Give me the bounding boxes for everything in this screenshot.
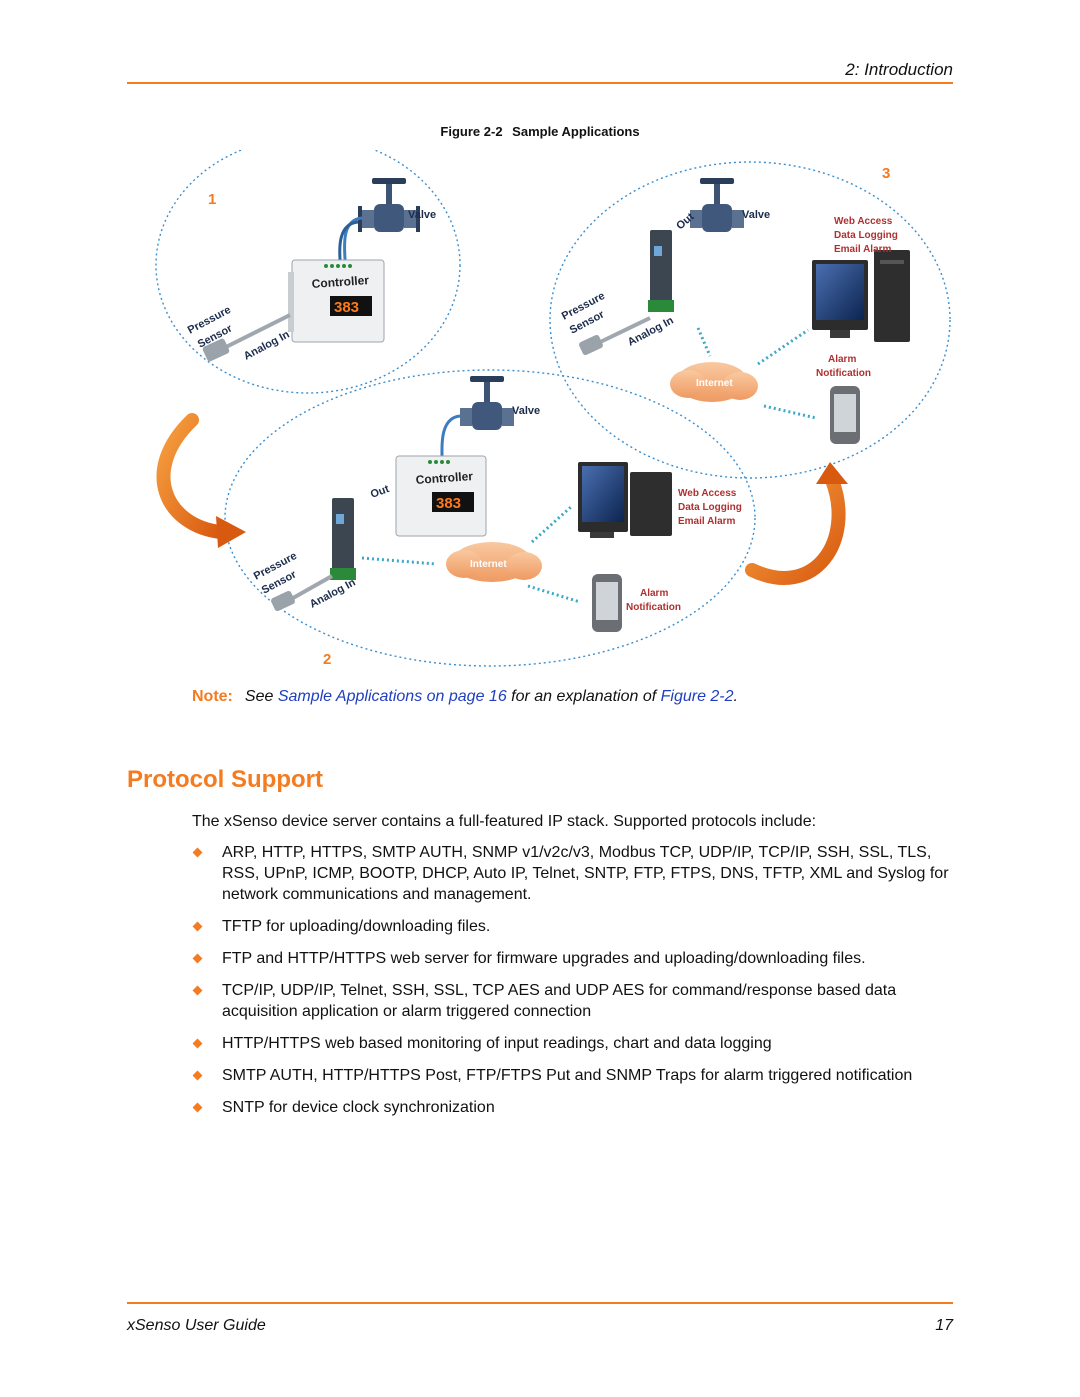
list-item: FTP and HTTP/HTTPS web server for firmwa… <box>192 948 952 969</box>
scenario-1-group: Valve Controller 383 Pressure Sensor Ana… <box>186 178 436 363</box>
internet-label: Internet <box>696 378 733 389</box>
note-text-after: . <box>733 688 738 705</box>
pressure-sensor-icon <box>202 313 291 362</box>
email-alarm-label: Email Alarm <box>834 244 892 255</box>
internet-cloud-icon <box>446 542 542 582</box>
controller-icon <box>288 259 385 343</box>
chapter-header: 2: Introduction <box>845 60 953 79</box>
header-rule <box>127 82 953 84</box>
controller-icon <box>395 455 487 537</box>
note-label: Note: <box>192 688 233 705</box>
valve-label: Valve <box>512 405 540 417</box>
list-item: SMTP AUTH, HTTP/HTTPS Post, FTP/FTPS Put… <box>192 1065 952 1086</box>
bullet-diamond-icon <box>192 847 203 858</box>
bullet-diamond-icon <box>192 1070 203 1081</box>
data-logging-label: Data Logging <box>834 230 898 241</box>
scenario-3-group: Valve Out Pressure Sensor Analog In Web … <box>560 178 910 444</box>
analog-in-label: Analog In <box>308 576 358 610</box>
notification-label: Notification <box>816 368 871 379</box>
controller-label: Controller <box>311 273 370 291</box>
scenario-number-3: 3 <box>882 165 890 182</box>
controller-label: Controller <box>415 469 474 487</box>
list-item: HTTP/HTTPS web based monitoring of input… <box>192 1033 952 1054</box>
bullet-diamond-icon <box>192 1102 203 1113</box>
internet-label: Internet <box>470 559 507 570</box>
protocol-list: ARP, HTTP, HTTPS, SMTP AUTH, SNMP v1/v2c… <box>192 842 952 1129</box>
scenario-number-2: 2 <box>323 651 331 668</box>
curved-arrow-left-head <box>216 516 246 548</box>
web-access-label: Web Access <box>678 488 737 499</box>
email-alarm-label: Email Alarm <box>678 516 736 527</box>
sample-applications-link[interactable]: Sample Applications on page 16 <box>277 688 507 705</box>
bullet-diamond-icon <box>192 921 203 932</box>
bullet-diamond-icon <box>192 1038 203 1049</box>
section-intro: The xSenso device server contains a full… <box>192 813 817 830</box>
controller-display: 383 <box>436 495 461 512</box>
valve-icon <box>358 178 420 232</box>
device-server-icon <box>330 498 356 580</box>
section-title: Protocol Support <box>127 766 323 793</box>
scenario-3-circle <box>549 161 951 479</box>
web-access-label: Web Access <box>834 216 893 227</box>
list-item: SNTP for device clock synchronization <box>192 1097 952 1118</box>
list-item: TFTP for uploading/downloading files. <box>192 916 952 937</box>
list-item: ARP, HTTP, HTTPS, SMTP AUTH, SNMP v1/v2c… <box>192 842 952 905</box>
sample-applications-figure: 1 3 2 Valve Controll <box>155 150 951 668</box>
valve-icon <box>460 376 514 430</box>
footer-guide-title: xSenso User Guide <box>127 1317 266 1334</box>
internet-cloud-icon <box>670 362 758 402</box>
notification-label: Notification <box>626 602 681 613</box>
curved-arrow-right <box>745 473 846 585</box>
alarm-label: Alarm <box>640 588 668 599</box>
scenario-2-circle <box>224 369 756 667</box>
scenario-1-circle <box>155 150 461 394</box>
scenario-2-group: Valve Controller 383 Out Pressure Sensor… <box>252 376 742 632</box>
bullet-diamond-icon <box>192 985 203 996</box>
footer-rule <box>127 1302 953 1304</box>
valve-label: Valve <box>742 209 770 221</box>
curved-arrow-left <box>156 413 227 539</box>
controller-display: 383 <box>334 299 359 316</box>
figure-note: Note:See Sample Applications on page 16 … <box>192 688 738 706</box>
scenario-number-1: 1 <box>208 191 216 208</box>
note-text-middle: for an explanation of <box>506 688 661 705</box>
pressure-sensor-icon <box>579 316 651 356</box>
valve-label: Valve <box>408 209 436 221</box>
pressure-sensor-icon <box>271 574 333 612</box>
computer-icon <box>578 462 672 538</box>
bullet-diamond-icon <box>192 953 203 964</box>
analog-in-label: Analog In <box>626 314 676 348</box>
valve-icon <box>690 178 744 232</box>
alarm-label: Alarm <box>828 354 856 365</box>
curved-arrow-right-head <box>816 462 848 484</box>
figure-caption-label: Figure 2-2 <box>440 124 503 139</box>
note-text-before: See <box>244 688 278 705</box>
mobile-phone-icon <box>830 386 860 444</box>
footer-page-number: 17 <box>935 1317 953 1334</box>
data-logging-label: Data Logging <box>678 502 742 513</box>
computer-icon <box>812 250 910 342</box>
figure-caption: Figure 2-2 Sample Applications <box>0 124 1080 139</box>
figure-caption-title: Sample Applications <box>512 124 640 139</box>
list-item: TCP/IP, UDP/IP, Telnet, SSH, SSL, TCP AE… <box>192 980 952 1022</box>
figure-2-2-link[interactable]: Figure 2-2 <box>660 688 734 705</box>
mobile-phone-icon <box>592 574 622 632</box>
device-server-icon <box>648 230 674 312</box>
out-label: Out <box>369 483 391 501</box>
